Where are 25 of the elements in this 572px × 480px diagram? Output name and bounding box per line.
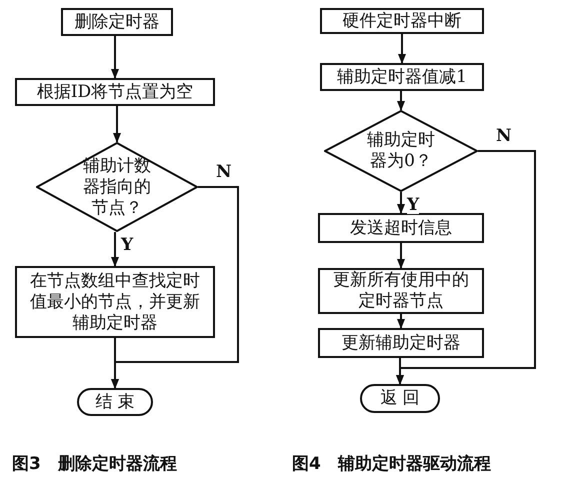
arrow	[111, 232, 119, 267]
arrow	[397, 192, 405, 214]
arrow	[397, 314, 405, 329]
process-box: 在节点数组中查找定时值最小的节点，并更新辅助定时器	[15, 266, 215, 338]
process-box: 辅助定时器值减1	[320, 63, 484, 91]
figure-caption: 图4 辅助定时器驱动流程	[292, 453, 491, 475]
arrow	[397, 243, 405, 269]
decision-diamond: 辅助定时器为0？	[324, 110, 478, 192]
arrow	[398, 34, 406, 64]
arrow	[397, 91, 405, 111]
process-box: 更新所有使用中的定时器节点	[318, 268, 484, 314]
process-box: 发送超时信息	[318, 213, 484, 243]
figure-caption: 图3 删除定时器流程	[12, 453, 177, 475]
arrow	[111, 186, 239, 389]
terminal-box: 结 束	[77, 388, 153, 416]
terminal-box: 返 回	[360, 384, 440, 413]
arrow	[111, 36, 119, 79]
process-box: 根据ID将节点置为空	[15, 78, 215, 106]
edge-label: Y	[407, 196, 420, 214]
process-box: 更新辅助定时器	[318, 328, 484, 358]
arrow	[113, 106, 121, 143]
decision-diamond: 辅助计数器指向的节点？	[36, 142, 198, 232]
arrow	[396, 150, 536, 385]
process-box: 硬件定时器中断	[320, 8, 484, 34]
process-box: 删除定时器	[61, 8, 173, 36]
